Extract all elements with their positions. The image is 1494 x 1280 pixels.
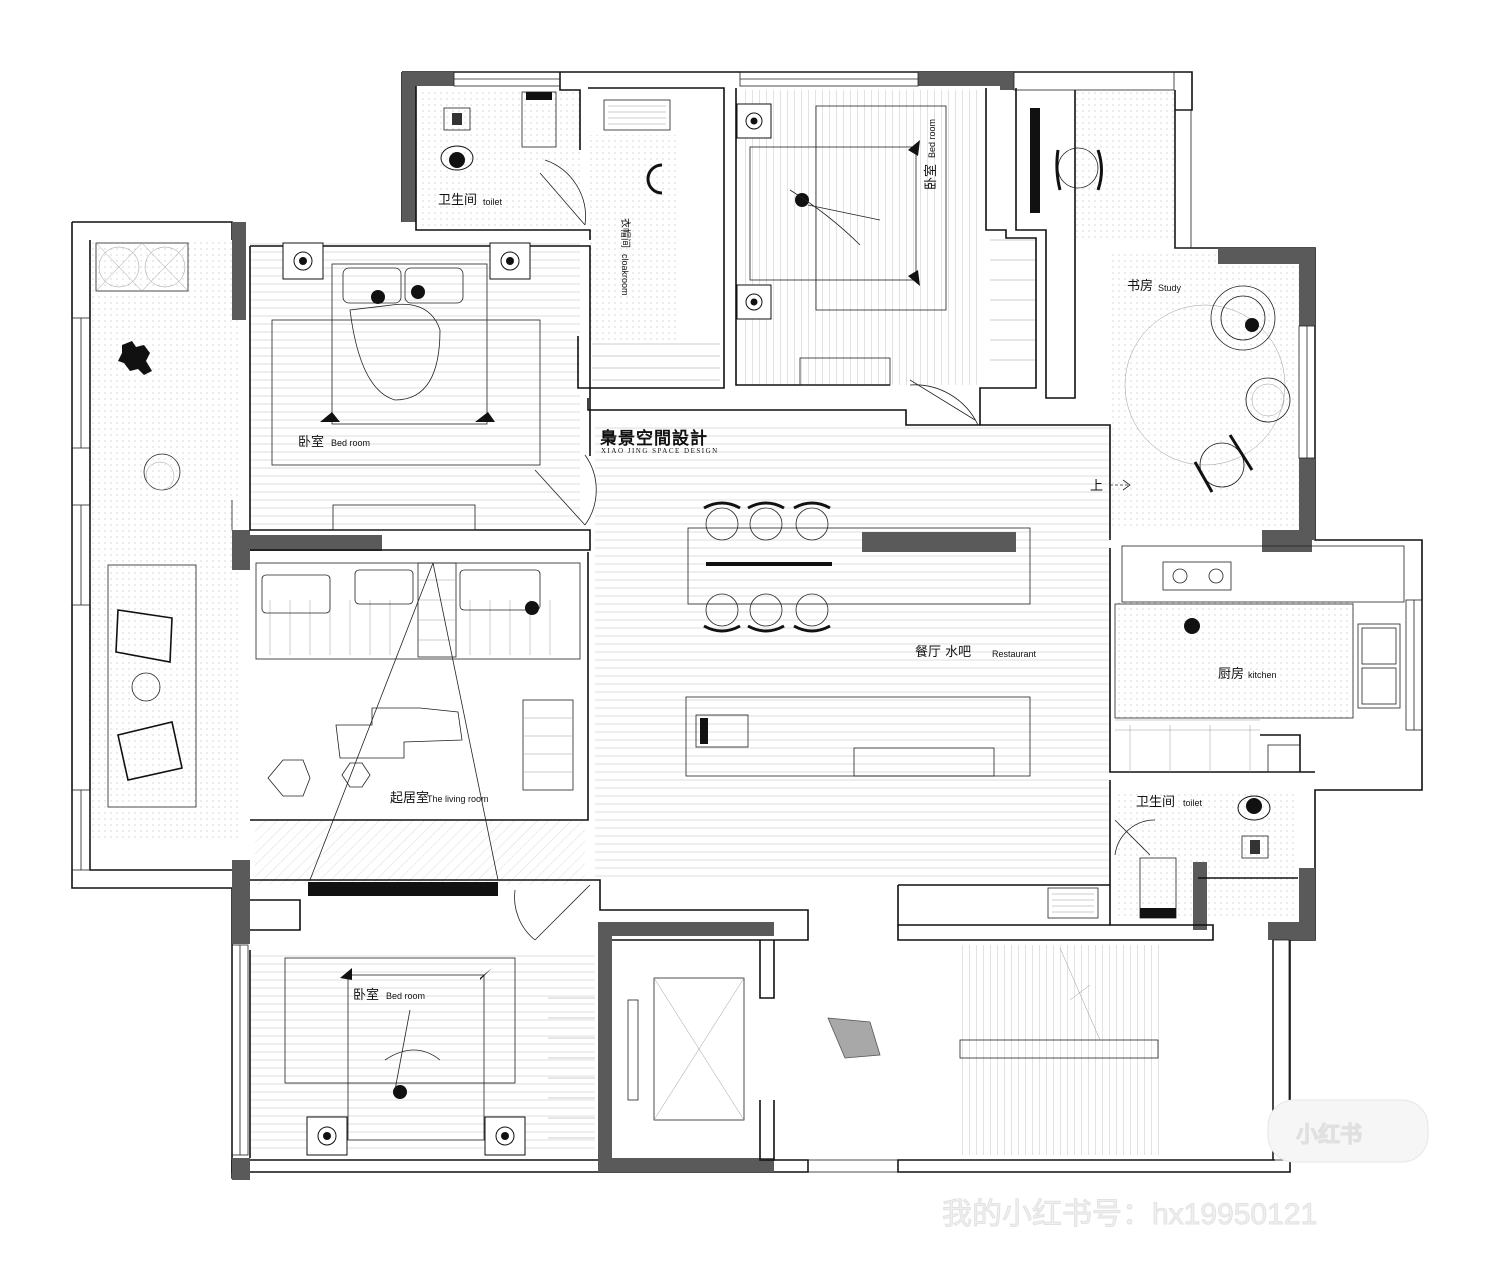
room-name-cn: 起居室 xyxy=(390,790,429,806)
room-name-en: Bed room xyxy=(386,991,425,1001)
label-restaurant: 餐厅 水吧 Restaurant xyxy=(915,644,1037,660)
room-name-en: The living room xyxy=(427,794,489,804)
room-name-en: kitchen xyxy=(1248,670,1277,680)
label-bedroom-top-right: 卧室 Bed room xyxy=(923,119,939,190)
room-name-cn: 卧室 xyxy=(923,164,939,190)
label-study: 书房 Study xyxy=(1127,278,1182,294)
label-toilet-top: 卫生间 toilet xyxy=(438,193,503,208)
label-toilet-right: 卫生间 toilet xyxy=(1136,795,1203,810)
floor-finishes xyxy=(90,90,1355,1155)
brand-logo: 梟景空間設計 XIAO JING SPACE DESIGN xyxy=(599,428,719,455)
room-name-cn: 衣帽间 xyxy=(619,218,632,248)
room-name-en: toilet xyxy=(1183,798,1203,808)
room-name-cn: 卧室 xyxy=(353,987,379,1003)
room-name-en: Restaurant xyxy=(992,649,1037,659)
stair-up-marker: 上 xyxy=(1090,479,1103,494)
label-living-room: 起居室 The living room xyxy=(390,790,489,806)
watermark: 小红书 我的小红书号：hx19950121 xyxy=(942,1099,1429,1232)
room-name-cn: 书房 xyxy=(1127,278,1153,294)
brand-name: 梟景空間設計 xyxy=(599,428,708,449)
room-name-en: cloakroom xyxy=(620,254,630,296)
room-name-cn: 卧室 xyxy=(298,434,324,450)
label-bedroom-bottom: 卧室 Bed room xyxy=(353,987,425,1003)
room-name-en: Bed room xyxy=(331,438,370,448)
room-name-cn: 卫生间 xyxy=(438,193,477,208)
watermark-logo: 小红书 xyxy=(1296,1122,1362,1147)
room-name-en: toilet xyxy=(483,197,503,207)
label-cloakroom: 衣帽间 cloakroom xyxy=(619,218,632,296)
room-name-en: Study xyxy=(1158,283,1182,293)
doors xyxy=(231,159,1156,941)
room-name-cn: 厨房 xyxy=(1218,666,1244,682)
walls xyxy=(71,71,1423,1180)
label-kitchen: 厨房 kitchen xyxy=(1218,666,1277,682)
brand-subtitle: XIAO JING SPACE DESIGN xyxy=(601,447,719,455)
watermark-account: 我的小红书号：hx19950121 xyxy=(942,1198,1317,1231)
windows xyxy=(71,71,1423,1173)
room-labels: 卫生间 toilet 衣帽间 cloakroom 卧室 Bed room 书房 … xyxy=(298,119,1277,1003)
room-name-en: Bed room xyxy=(927,119,937,158)
room-name-cn: 餐厅 水吧 xyxy=(915,644,971,660)
label-bedroom-master: 卧室 Bed room xyxy=(298,434,370,450)
furniture xyxy=(95,91,1405,1156)
room-name-cn: 卫生间 xyxy=(1136,795,1175,810)
watermark-badge xyxy=(1267,1099,1429,1163)
